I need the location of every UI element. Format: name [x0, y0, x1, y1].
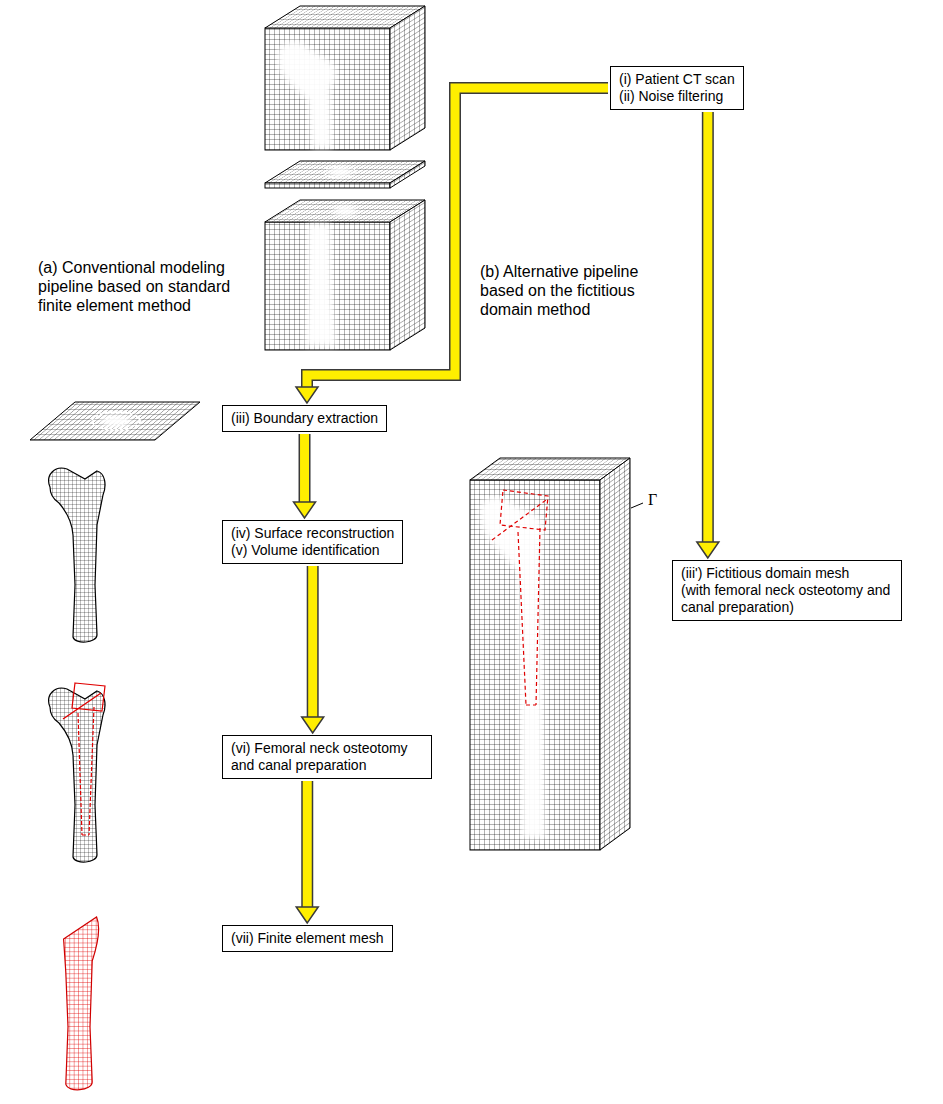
- femur-outline: [49, 468, 105, 642]
- arrow-shaft: [307, 88, 608, 388]
- boundary-symbol: Γ: [648, 490, 657, 509]
- mesh-outline: [64, 917, 99, 1090]
- step-box: (iii) Boundary extraction: [222, 405, 387, 432]
- arrow-head: [302, 717, 324, 733]
- flow-arrow: [296, 781, 318, 923]
- femur-outline: [49, 688, 105, 862]
- arrow-outline: [307, 88, 608, 388]
- pipeline-label: (a) Conventional modeling pipeline based…: [38, 258, 253, 315]
- arrow-head: [296, 387, 318, 403]
- arrow-head: [697, 542, 719, 558]
- voxel-face: [600, 458, 630, 850]
- voxel-face: [265, 222, 390, 350]
- voxel-face: [470, 480, 600, 850]
- arrow-outline: [702, 112, 714, 543]
- bone-density: [480, 497, 545, 838]
- flow-arrow: [294, 434, 316, 518]
- canal-outline: [518, 528, 540, 705]
- arrow-outline: [299, 434, 311, 503]
- bone-density: [328, 167, 352, 177]
- step-text: (with femoral neck osteotomy and canal p…: [681, 582, 893, 616]
- ct-volume-lower: [265, 200, 425, 350]
- boundary-contour: [106, 417, 126, 425]
- arrow-shaft: [703, 112, 712, 543]
- pipeline-label: (b) Alternative pipeline based on the fi…: [480, 262, 680, 319]
- ct-slice: [265, 161, 425, 188]
- arrow-head: [294, 502, 316, 518]
- slice-plane: [30, 402, 200, 440]
- osteotomy-plane: [500, 490, 548, 530]
- step-box: (iii') Fictitious domain mesh(with femor…: [672, 560, 902, 621]
- voxel-face: [390, 161, 425, 188]
- boundary-slice: [30, 402, 200, 440]
- bone-density: [333, 206, 357, 216]
- bone-density: [278, 42, 336, 148]
- step-text: (i) Patient CT scan: [619, 71, 735, 88]
- bone-density: [100, 415, 132, 427]
- step-box: (vii) Finite element mesh: [222, 925, 393, 952]
- fictitious-domain-volume: [470, 458, 643, 850]
- step-text: (iv) Surface reconstruction: [231, 525, 394, 542]
- femur-osteotomy: [49, 683, 105, 862]
- step-text: (v) Volume identification: [231, 542, 394, 559]
- arrow-head: [296, 907, 318, 923]
- osteotomy-cut: [492, 500, 546, 540]
- osteotomy-cut: [63, 693, 101, 719]
- flow-arrow: [302, 566, 324, 733]
- arrow-shaft: [300, 434, 309, 503]
- canal-outline: [78, 707, 94, 835]
- flow-arrow: [296, 88, 608, 403]
- bone-contour: [324, 166, 356, 178]
- step-box: (iv) Surface reconstruction(v) Volume id…: [222, 520, 403, 564]
- voxel-face: [390, 6, 425, 150]
- step-box: (i) Patient CT scan(ii) Noise filtering: [610, 66, 744, 110]
- step-text: (vi) Femoral neck osteotomy and canal pr…: [231, 740, 423, 774]
- bone-density: [306, 224, 336, 346]
- femur-surface-mesh: [49, 468, 105, 642]
- arrow-outline: [301, 781, 313, 908]
- arrow-shaft: [303, 781, 312, 908]
- voxel-face: [265, 28, 390, 150]
- step-text: (iii') Fictitious domain mesh: [681, 565, 893, 582]
- step-box: (vi) Femoral neck osteotomy and canal pr…: [222, 735, 432, 779]
- osteotomy-plane: [72, 683, 105, 711]
- boundary-contour: [92, 412, 140, 430]
- step-text: (ii) Noise filtering: [619, 88, 735, 105]
- voxel-face: [390, 200, 425, 350]
- arrow-shaft: [308, 566, 317, 718]
- step-text: (vii) Finite element mesh: [231, 930, 384, 947]
- voxel-face: [265, 183, 390, 188]
- femur-fe-mesh: [64, 917, 99, 1090]
- ct-volume-upper: [265, 6, 425, 150]
- arrow-outline: [307, 566, 319, 718]
- step-text: (iii) Boundary extraction: [231, 410, 378, 427]
- flow-arrow: [697, 112, 719, 558]
- boundary-leader: [631, 503, 643, 508]
